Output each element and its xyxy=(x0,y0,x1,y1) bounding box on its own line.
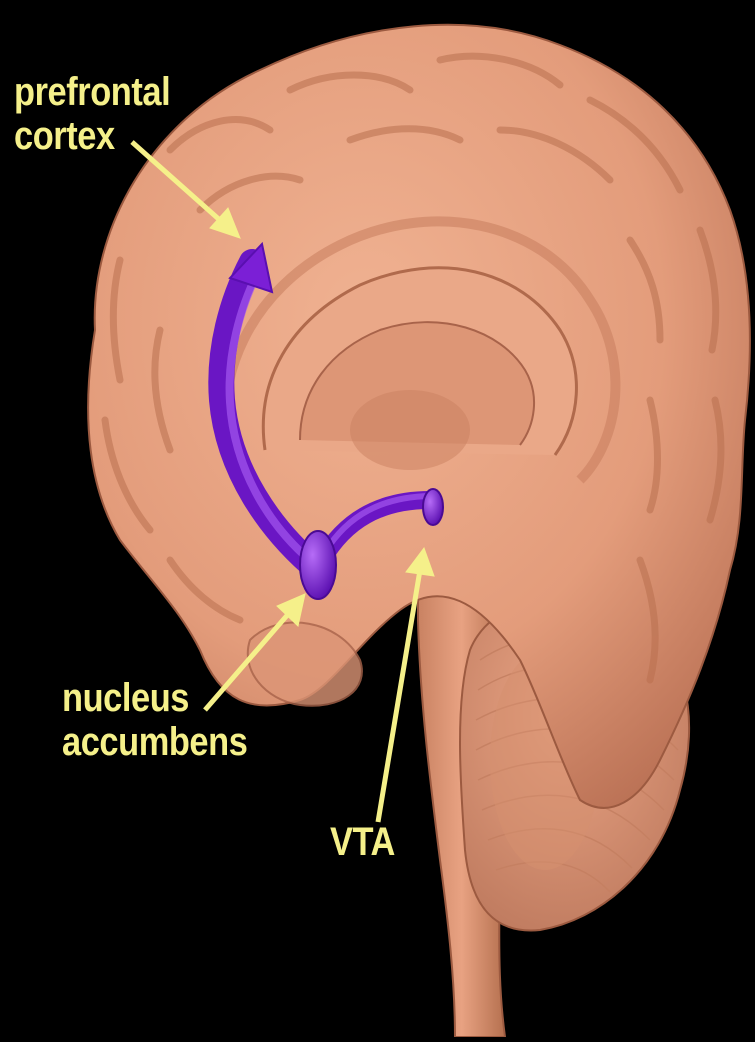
vta-node xyxy=(423,489,443,525)
prefrontal-cortex-label: prefrontal cortex xyxy=(14,70,170,158)
nucleus-label-line2: accumbens xyxy=(62,720,247,764)
nucleus-accumbens-node xyxy=(300,531,336,599)
prefrontal-label-line1: prefrontal xyxy=(14,70,170,114)
vta-label: VTA xyxy=(330,820,395,864)
prefrontal-label-line2: cortex xyxy=(14,114,170,158)
nucleus-label-line1: nucleus xyxy=(62,676,247,720)
nucleus-accumbens-label: nucleus accumbens xyxy=(62,676,247,764)
